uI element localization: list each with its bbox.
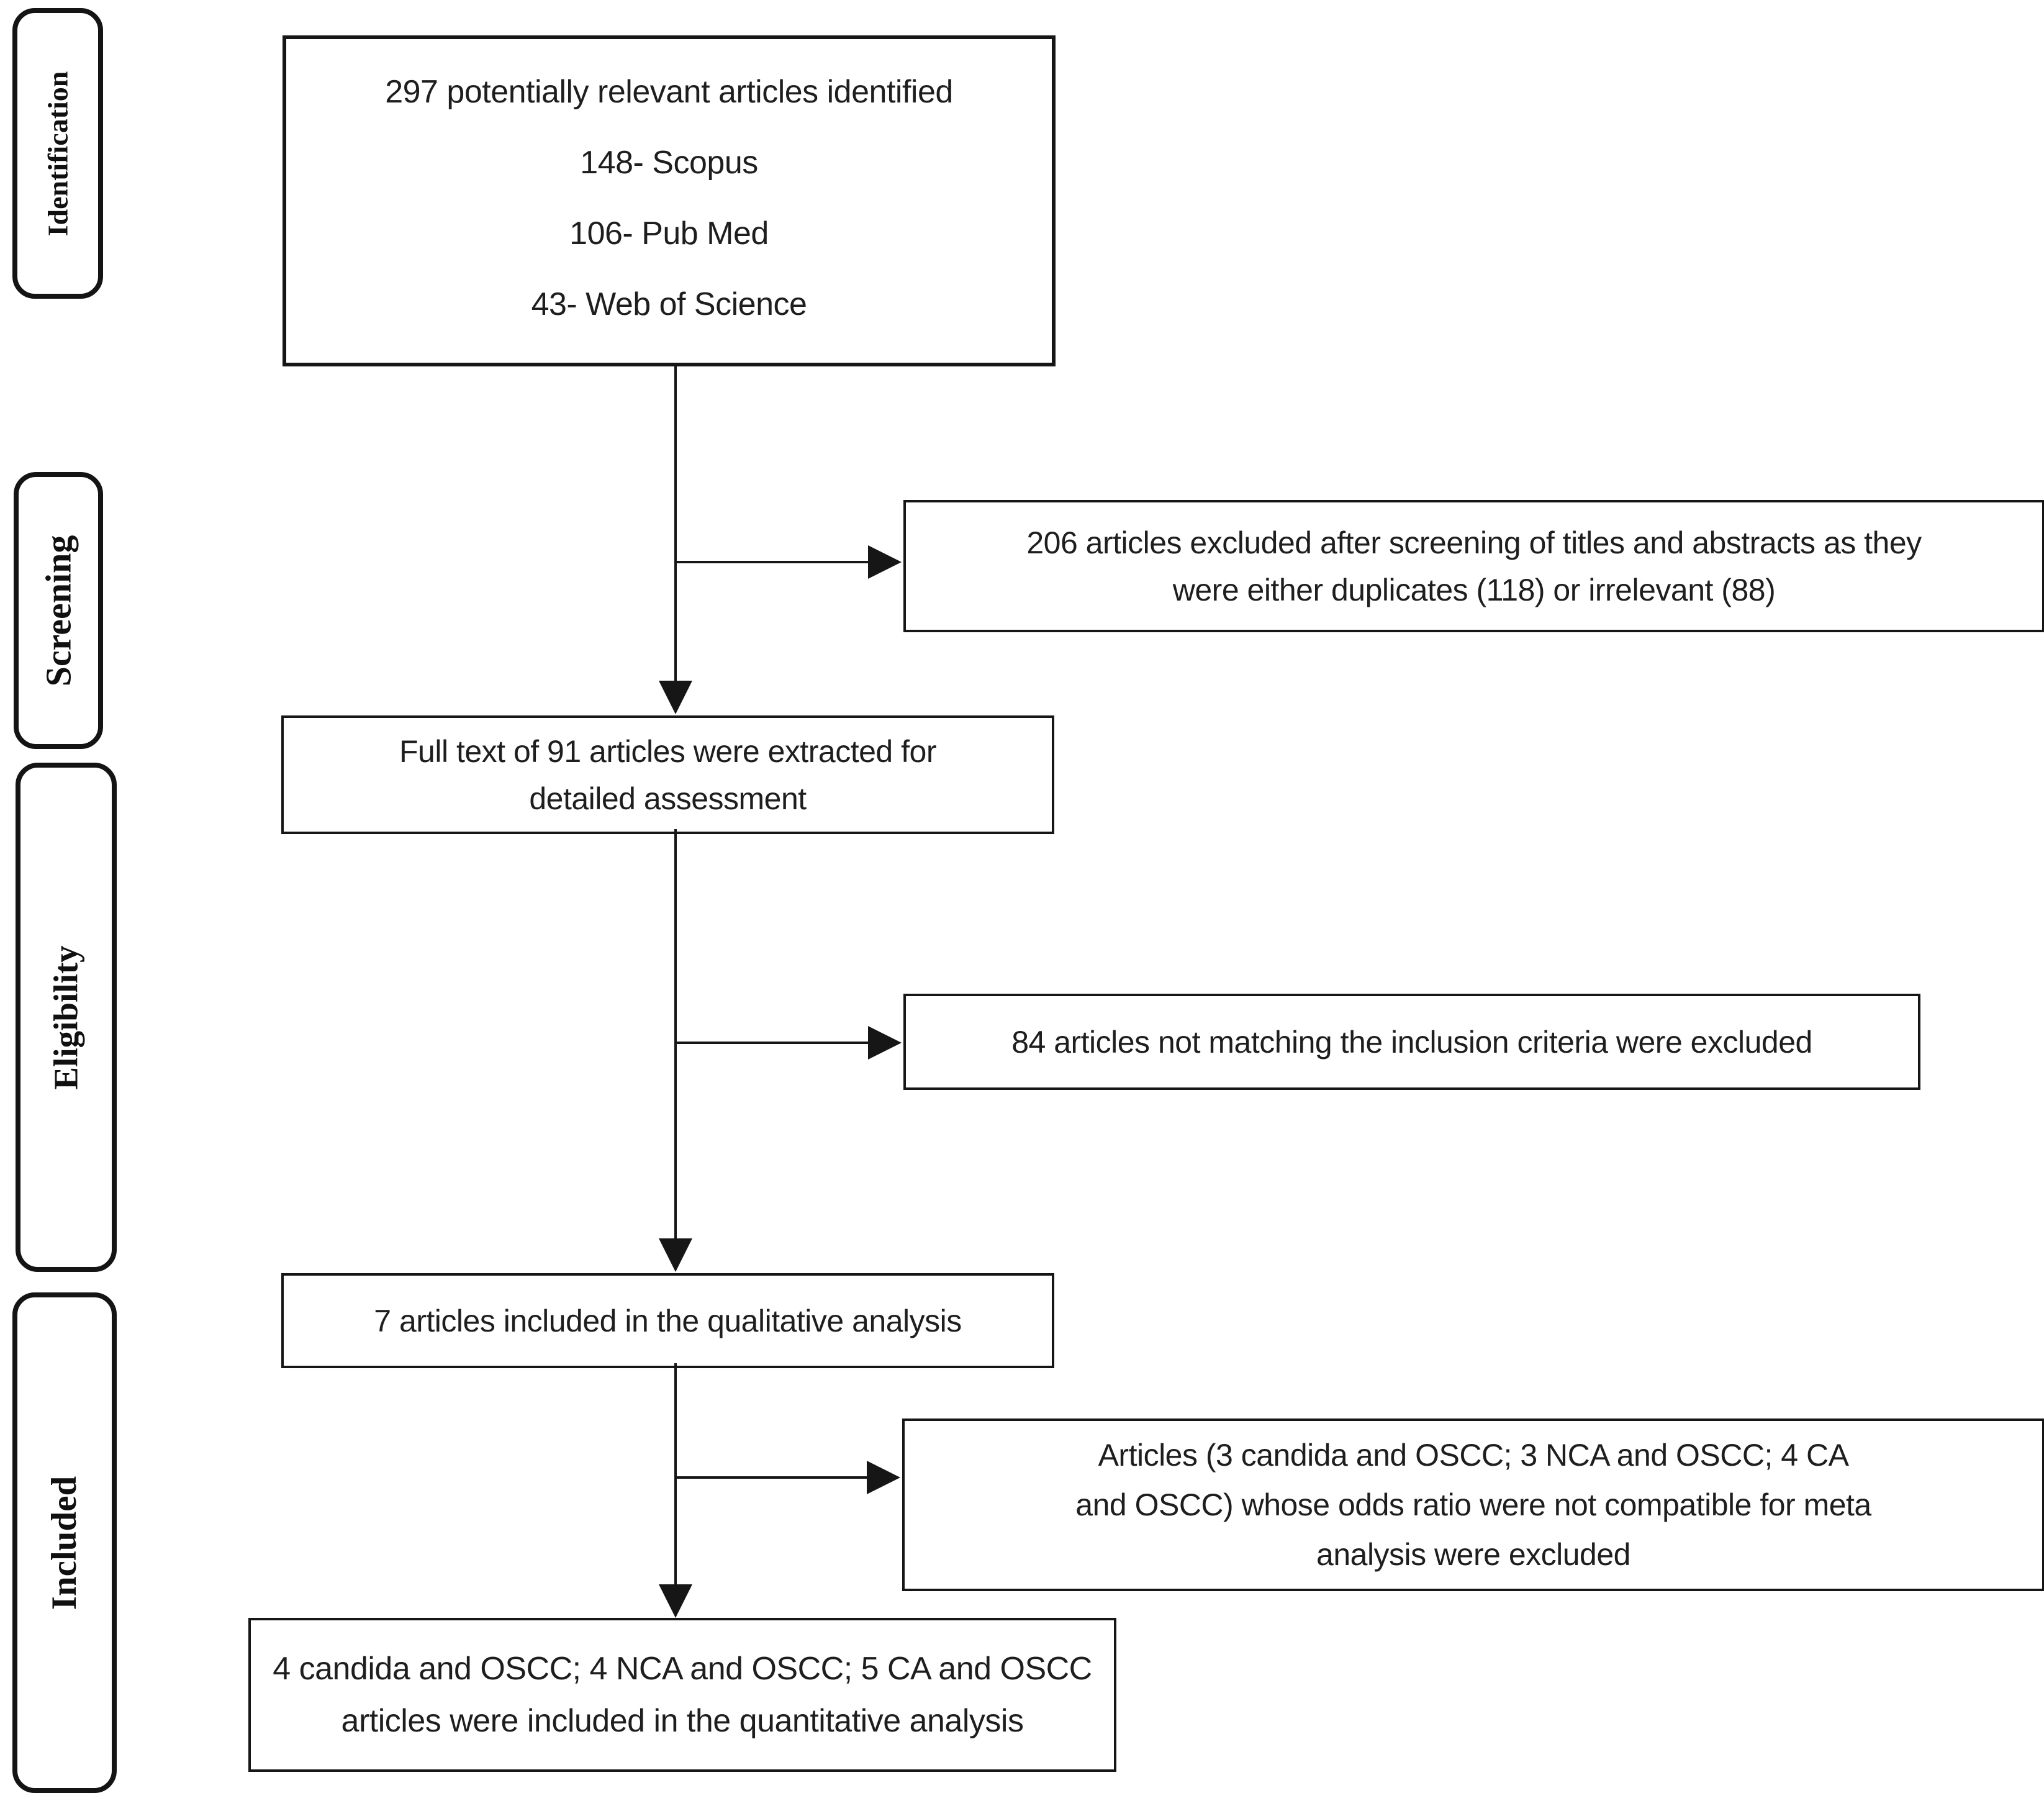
arrowhead-down-icon xyxy=(659,1238,692,1272)
stage-label-screening: Screening xyxy=(14,472,103,749)
arrowhead-down-icon xyxy=(659,681,692,714)
arrow-to-excluded-screening-line xyxy=(676,561,869,563)
box-excluded-after-screening: 206 articles excluded after screening of… xyxy=(903,500,2044,632)
text-line: 43- Web of Science xyxy=(531,286,807,322)
text-line: articles were included in the quantitati… xyxy=(341,1703,1024,1739)
box-quantitative-analysis: 4 candida and OSCC; 4 NCA and OSCC; 5 CA… xyxy=(248,1618,1116,1772)
stage-label-identification: Identification xyxy=(12,8,103,299)
text-line: Full text of 91 articles were extracted … xyxy=(399,733,936,769)
text-line: 7 articles included in the qualitative a… xyxy=(374,1303,962,1338)
arrow-to-excluded-criteria-line xyxy=(676,1042,869,1044)
text-line: detailed assessment xyxy=(529,781,807,816)
arrowhead-right-icon xyxy=(868,545,902,579)
text-line: were either duplicates (118) or irreleva… xyxy=(1172,572,1776,607)
text-line: analysis were excluded xyxy=(1316,1537,1630,1572)
text-line: 297 potentially relevant articles identi… xyxy=(385,74,953,110)
text-line: and OSCC) whose odds ratio were not comp… xyxy=(1075,1487,1871,1522)
text-line: 148- Scopus xyxy=(580,145,758,181)
arrow-fulltext-to-qualitative-line xyxy=(674,829,677,1239)
text-line: 206 articles excluded after screening of… xyxy=(1026,525,1922,560)
box-qualitative-analysis: 7 articles included in the qualitative a… xyxy=(281,1273,1054,1368)
box-excluded-inclusion-criteria: 84 articles not matching the inclusion c… xyxy=(903,994,1920,1090)
arrow-to-excluded-meta-line xyxy=(676,1476,868,1479)
stage-label-eligibility: Eligibility xyxy=(16,763,117,1272)
arrow-qualitative-to-quantitative-line xyxy=(674,1363,677,1586)
stage-label-text: Identification xyxy=(42,71,74,236)
arrowhead-right-icon xyxy=(868,1026,902,1060)
text-line: Articles (3 candida and OSCC; 3 NCA and … xyxy=(1098,1438,1849,1473)
arrowhead-down-icon xyxy=(659,1584,692,1618)
arrow-identified-to-fulltext-line xyxy=(674,366,677,682)
arrowhead-right-icon xyxy=(867,1461,900,1494)
text-line: 106- Pub Med xyxy=(569,216,769,252)
stage-label-text: Included xyxy=(45,1476,84,1610)
box-articles-identified: 297 potentially relevant articles identi… xyxy=(283,35,1056,366)
stage-label-included: Included xyxy=(12,1292,117,1793)
box-excluded-meta-analysis: Articles (3 candida and OSCC; 3 NCA and … xyxy=(902,1419,2044,1591)
stage-label-text: Screening xyxy=(38,535,79,686)
stage-label-text: Eligibility xyxy=(47,945,85,1090)
text-line: 84 articles not matching the inclusion c… xyxy=(1011,1024,1812,1060)
box-full-text-extracted: Full text of 91 articles were extracted … xyxy=(281,715,1054,834)
text-line: 4 candida and OSCC; 4 NCA and OSCC; 5 CA… xyxy=(273,1651,1092,1687)
